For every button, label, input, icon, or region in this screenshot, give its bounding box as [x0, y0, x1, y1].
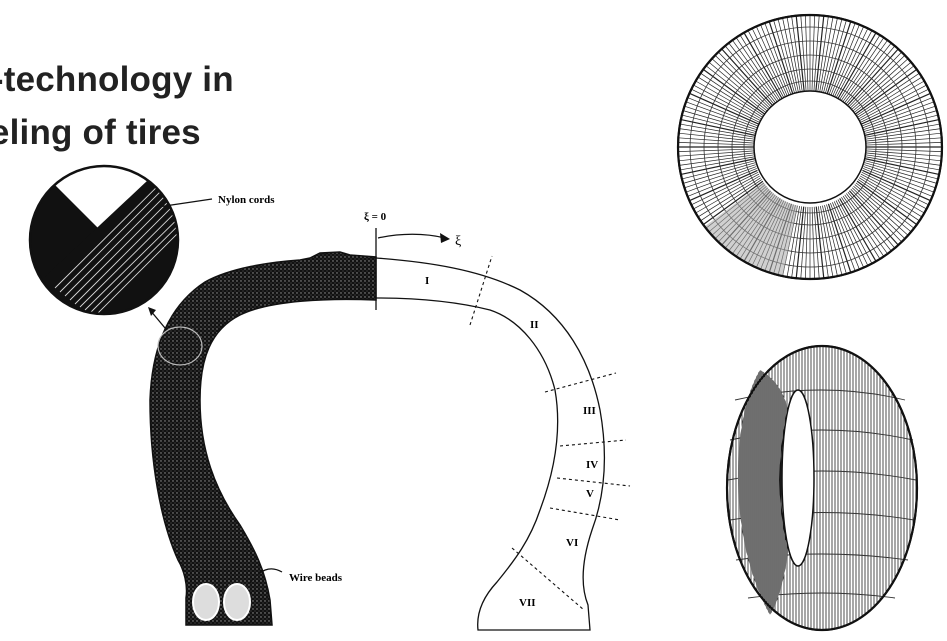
region-label: VII [519, 597, 536, 609]
torus-top-view-icon [678, 15, 942, 290]
region-dividers [470, 256, 630, 610]
wire-beads-label: Wire beads [289, 572, 343, 584]
region-label: III [583, 405, 596, 417]
xi-origin-label: ξ = 0 [364, 211, 387, 223]
region-label: VI [566, 537, 578, 549]
magnifier-icon [20, 150, 200, 330]
xi-arrow-icon [378, 233, 450, 243]
xi-label: ξ [455, 234, 461, 249]
region-label: IV [586, 459, 598, 471]
region-label: I [425, 275, 429, 287]
nylon-cords-label: Nylon cords [218, 194, 275, 206]
region-label: II [530, 319, 539, 331]
region-label: V [586, 488, 594, 500]
tire-cross-section-filled [150, 252, 376, 625]
torus-perspective-view-icon [727, 346, 917, 630]
tire-cross-section-outline [376, 228, 604, 630]
